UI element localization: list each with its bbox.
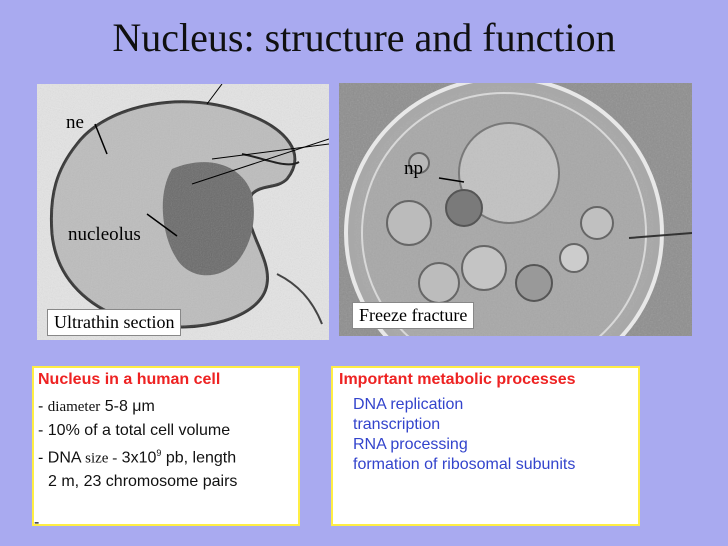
label-np: np bbox=[404, 158, 423, 179]
trailing-dash: - bbox=[34, 514, 40, 531]
label-ultrathin-section: Ultrathin section bbox=[47, 309, 182, 336]
list-item: RNA processing bbox=[353, 436, 468, 453]
nucleus-facts-panel: Nucleus in a human cell - diameter 5-8 μ… bbox=[32, 366, 300, 526]
metabolic-processes-panel: Important metabolic processes DNA replic… bbox=[331, 366, 640, 526]
ultrathin-section-micrograph bbox=[37, 84, 329, 340]
list-item: DNA replication bbox=[353, 396, 464, 413]
nucleus-facts-title: Nucleus in a human cell bbox=[38, 371, 221, 388]
length-row: 2 m, 23 chromosome pairs bbox=[48, 473, 238, 491]
list-item: transcription bbox=[353, 416, 441, 433]
volume-row: - 10% of a total cell volume bbox=[38, 422, 231, 439]
list-item: formation of ribosomal subunits bbox=[353, 456, 576, 473]
freeze-fracture-micrograph bbox=[339, 83, 692, 336]
label-freeze-fracture: Freeze fracture bbox=[352, 302, 475, 329]
slide-title: Nucleus: structure and function bbox=[112, 15, 616, 60]
metabolic-processes-title: Important metabolic processes bbox=[339, 371, 576, 388]
label-nucleolus: nucleolus bbox=[68, 224, 141, 245]
dna-row: - DNA size - 3x109 pb, length bbox=[38, 448, 237, 467]
diameter-row: - diameter 5-8 μm bbox=[38, 398, 155, 415]
label-ne: ne bbox=[66, 112, 84, 133]
